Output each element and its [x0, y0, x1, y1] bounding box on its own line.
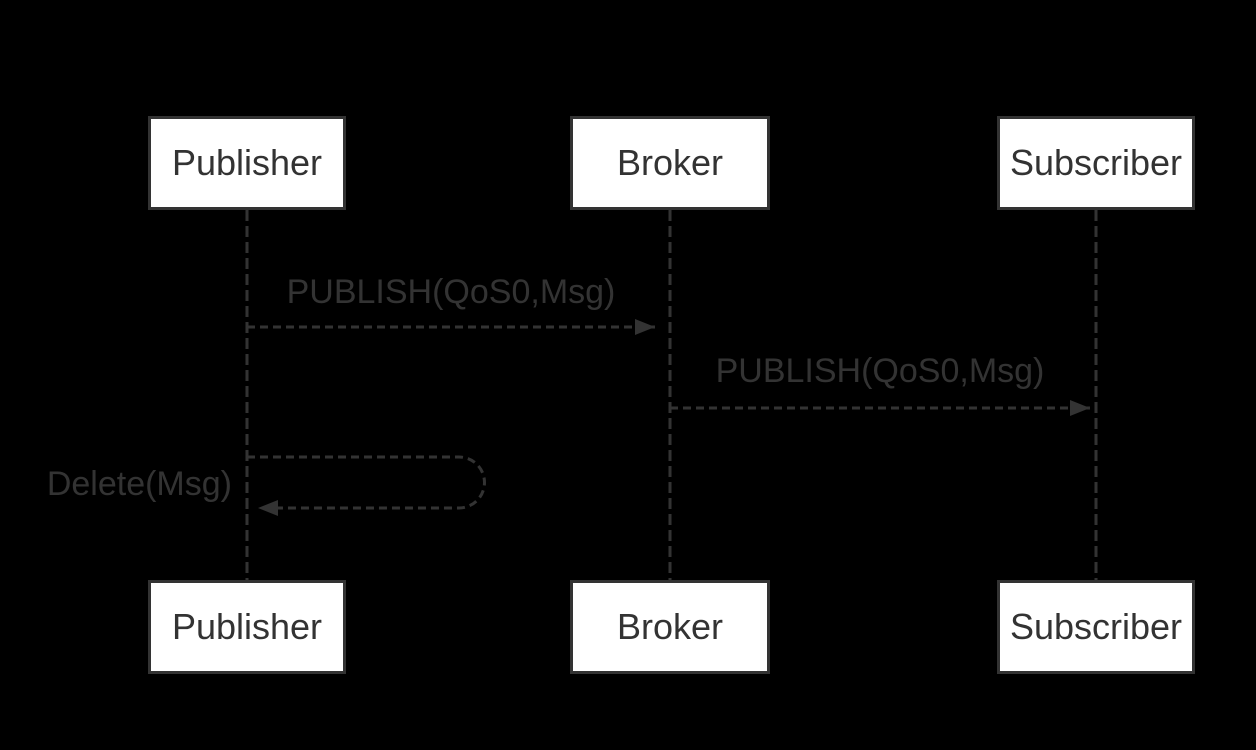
- actor-box-subscriber-top: Subscriber: [997, 116, 1195, 210]
- actor-label-subscriber-bottom: Subscriber: [1009, 606, 1183, 647]
- actor-box-subscriber-bottom: Subscriber: [997, 580, 1195, 674]
- actor-box-publisher-top: Publisher: [148, 116, 346, 210]
- message-arrow-delete-self-loop: [247, 455, 486, 516]
- actor-box-broker-bottom: Broker: [570, 580, 770, 674]
- actor-label-publisher-top: Publisher: [171, 142, 323, 183]
- message-label-delete-msg: Delete(Msg): [46, 465, 232, 503]
- actor-label-subscriber-top: Subscriber: [1009, 142, 1183, 183]
- actor-label-publisher-bottom: Publisher: [171, 606, 323, 647]
- actor-label-broker-top: Broker: [616, 142, 724, 183]
- message-label-publish-to-broker: PUBLISH(QoS0,Msg): [286, 273, 616, 311]
- actor-box-broker-top: Broker: [570, 116, 770, 210]
- actor-box-publisher-bottom: Publisher: [148, 580, 346, 674]
- actor-label-broker-bottom: Broker: [616, 606, 724, 647]
- message-label-publish-to-subscriber: PUBLISH(QoS0,Msg): [715, 352, 1045, 390]
